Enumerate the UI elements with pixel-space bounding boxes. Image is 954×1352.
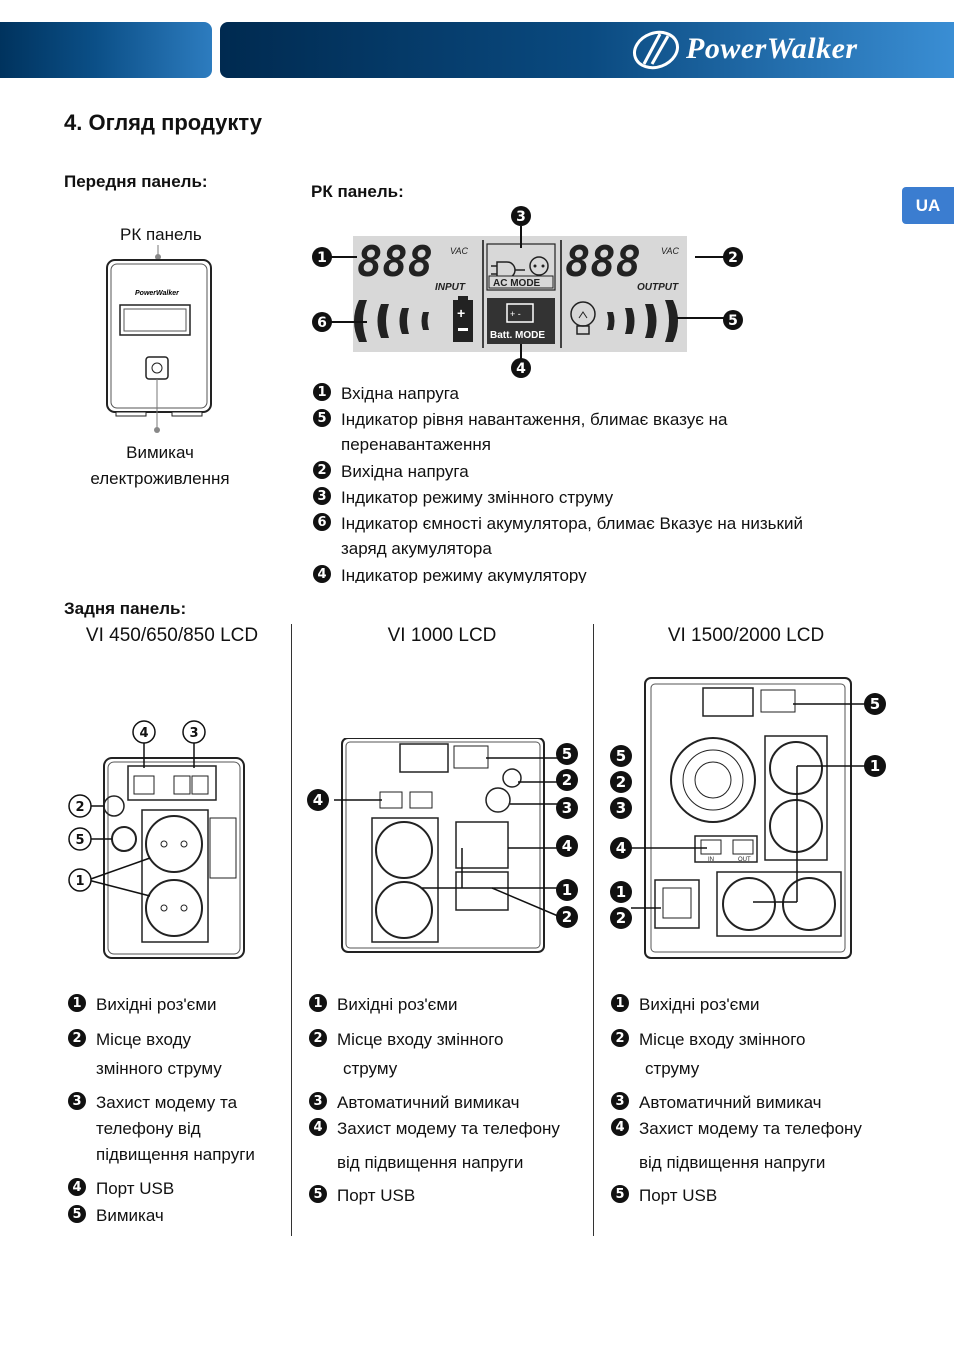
svg-text:4: 4 (139, 726, 148, 741)
svg-text:5: 5 (562, 745, 572, 763)
brand-name: PowerWalker (686, 32, 858, 65)
input-vac-unit: VAC (450, 246, 469, 256)
language-tab[interactable]: UA (902, 187, 954, 224)
header-bar-right (220, 22, 954, 78)
input-label: INPUT (435, 282, 466, 293)
svg-text:4: 4 (313, 791, 323, 809)
svg-text:+ -: + - (510, 309, 521, 319)
svg-text:PowerWalker: PowerWalker (135, 290, 180, 297)
battery-icon: + - (506, 303, 534, 323)
rear-panel-drawing-small: 4 3 2 5 1 (68, 720, 245, 959)
rear-panel-heading: Задня панель: (64, 599, 187, 618)
column-divider (593, 624, 594, 1236)
callout-6: 6 (317, 315, 327, 331)
ac-plug-icon (491, 256, 549, 279)
batt-mode-label: Batt. MODE (490, 330, 545, 341)
svg-text:5: 5 (75, 833, 84, 848)
lcd-legend-item: 3 Індикатор режиму змінного струму (313, 485, 873, 511)
ac-mode-label: AC MODE (493, 278, 541, 289)
lcd-legend-item: 5 Індикатор рівня навантаження, блимає в… (313, 407, 873, 459)
model-title-1: VI 450/650/850 LCD (85, 625, 259, 646)
svg-text:2: 2 (616, 909, 626, 927)
output-vac-unit: VAC (661, 246, 680, 256)
svg-text:2: 2 (562, 771, 572, 789)
svg-text:2: 2 (75, 800, 84, 815)
svg-text:OUT: OUT (738, 857, 751, 863)
output-label: OUTPUT (637, 282, 679, 293)
svg-text:3: 3 (189, 726, 198, 741)
lcd-panel-heading: РК панель: (311, 182, 404, 201)
svg-text:1: 1 (870, 757, 880, 775)
section-title: 4. Огляд продукту (64, 110, 262, 135)
lcd-panel-diagram: 888 VAC INPUT 888 VAC OUTPUT AC MODE + -… (312, 206, 743, 378)
lcd-legend-item: 1 Вхідна напруга (313, 381, 873, 407)
model-title-3: VI 1500/2000 LCD (667, 625, 825, 646)
front-panel-drawing: PowerWalker (106, 245, 212, 433)
model-title-2: VI 1000 LCD (387, 625, 497, 646)
svg-text:5: 5 (616, 747, 626, 765)
svg-text:3: 3 (616, 799, 626, 817)
header-bar-left (0, 22, 212, 78)
svg-text:+: + (457, 305, 465, 321)
svg-text:2: 2 (616, 773, 626, 791)
svg-text:1: 1 (616, 883, 626, 901)
callout-1: 1 (317, 250, 327, 266)
callout-2: 2 (728, 250, 738, 266)
svg-text:1: 1 (562, 881, 572, 899)
svg-text:3: 3 (562, 799, 572, 817)
power-switch-label: Вимикач електроживлення (90, 443, 230, 488)
svg-text:4: 4 (562, 837, 572, 855)
lcd-label: РК панель (120, 225, 202, 244)
svg-text:IN: IN (708, 857, 714, 863)
lcd-legend-item: 6 Індикатор ємності акумулятора, блимає … (313, 511, 873, 563)
rear-panel-drawing-medium: 4 5 2 3 4 1 2 (307, 738, 578, 953)
callout-4: 4 (516, 361, 526, 377)
load-level-bars (607, 300, 678, 342)
bulb-icon (570, 301, 596, 335)
logo-mark-icon (633, 30, 679, 70)
lcd-legend-item: 2 Вихідна напруга (313, 459, 873, 485)
callout-3: 3 (516, 209, 526, 225)
svg-text:4: 4 (616, 839, 626, 857)
lcd-legend-item: 4 Індикатор режиму акумулятору (313, 563, 873, 583)
callout-5: 5 (728, 313, 738, 329)
battery-level-icon: + (453, 296, 473, 342)
front-panel-heading: Передня панель: (64, 172, 208, 191)
rear-panel-drawing-large: IN OUT 5 1 5 2 3 4 1 2 (610, 677, 886, 959)
svg-text:1: 1 (75, 874, 84, 889)
input-voltage-digits: 888 (357, 237, 433, 286)
powerwalker-logo: PowerWalker (630, 28, 950, 72)
output-voltage-digits: 888 (565, 237, 641, 286)
column-divider (291, 624, 292, 1236)
svg-text:5: 5 (870, 695, 880, 713)
svg-text:2: 2 (562, 908, 572, 926)
